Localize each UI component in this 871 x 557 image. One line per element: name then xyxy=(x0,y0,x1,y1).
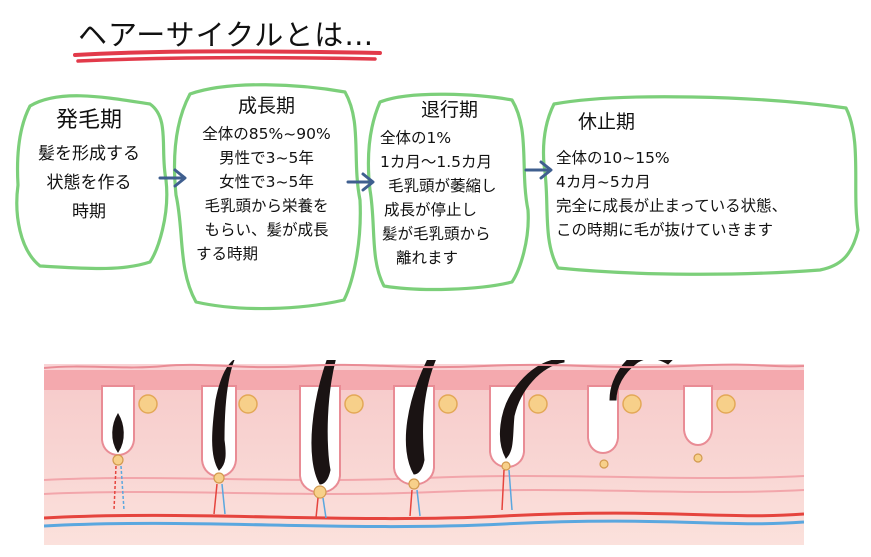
phase-line: 毛乳頭から栄養を xyxy=(204,197,329,215)
phase-line: もらい、髪が成長 xyxy=(204,221,329,239)
phase-line: 全体の10~15% xyxy=(556,149,670,167)
phase-line: 髪が毛乳頭から xyxy=(382,225,491,243)
bubble-kyushiki xyxy=(541,95,860,276)
phase-kyushiki: 休止期 全体の10~15% 4カ月~5カ月 完全に成長が止まっている状態、 この… xyxy=(544,108,856,242)
title-underline xyxy=(73,49,382,63)
phase-line: 離れます xyxy=(396,249,459,267)
phase-title: 退行期 xyxy=(420,99,478,121)
phase-taikoki: 退行期 全体の1% 1カ月～1.5カ月 毛乳頭が萎縮し 成長が停止し 髪が毛乳頭… xyxy=(372,96,527,270)
phase-line: 成長が停止し xyxy=(384,201,478,219)
phase-line: 毛乳頭が萎縮し xyxy=(388,177,497,195)
phase-seichoki: 成長期 全体の85%~90% 男性で3~5年 女性で3~5年 毛乳頭から栄養を … xyxy=(174,92,359,266)
phase-line: 4カ月~5カ月 xyxy=(556,173,651,191)
phase-line: 全体の1% xyxy=(380,129,452,147)
bubble-seichoki xyxy=(172,83,362,311)
page-title: ヘアーサイクルとは… xyxy=(78,18,375,52)
phase-line: 全体の85%~90% xyxy=(202,125,331,143)
arrow-right-icon xyxy=(346,172,375,192)
phase-line: 時期 xyxy=(72,202,106,222)
phase-line: 髪を形成する xyxy=(38,144,140,164)
phase-title: 休止期 xyxy=(578,111,636,133)
phase-line: 男性で3~5年 xyxy=(219,149,314,167)
phase-line: 完全に成長が止まっている状態、 xyxy=(556,197,788,215)
phase-title: 発毛期 xyxy=(55,108,122,133)
phase-line: この時期に毛が抜けていきます xyxy=(556,221,774,239)
phase-line: する時期 xyxy=(196,245,259,263)
hair-follicle-illustration xyxy=(44,360,804,545)
phase-line: 女性で3~5年 xyxy=(219,173,314,191)
phase-title: 成長期 xyxy=(237,95,295,117)
phase-hatsumoki: 発毛期 髪を形成する 状態を作る 時期 xyxy=(14,104,164,227)
phase-line: 状態を作る xyxy=(46,173,132,193)
arrow-right-icon xyxy=(158,168,187,188)
bubble-hatsumoki xyxy=(15,94,169,271)
phase-line: 1カ月～1.5カ月 xyxy=(380,153,493,171)
arrow-right-icon xyxy=(524,160,553,180)
phase-bubbles xyxy=(15,83,860,311)
bubble-taikoki xyxy=(366,92,530,292)
